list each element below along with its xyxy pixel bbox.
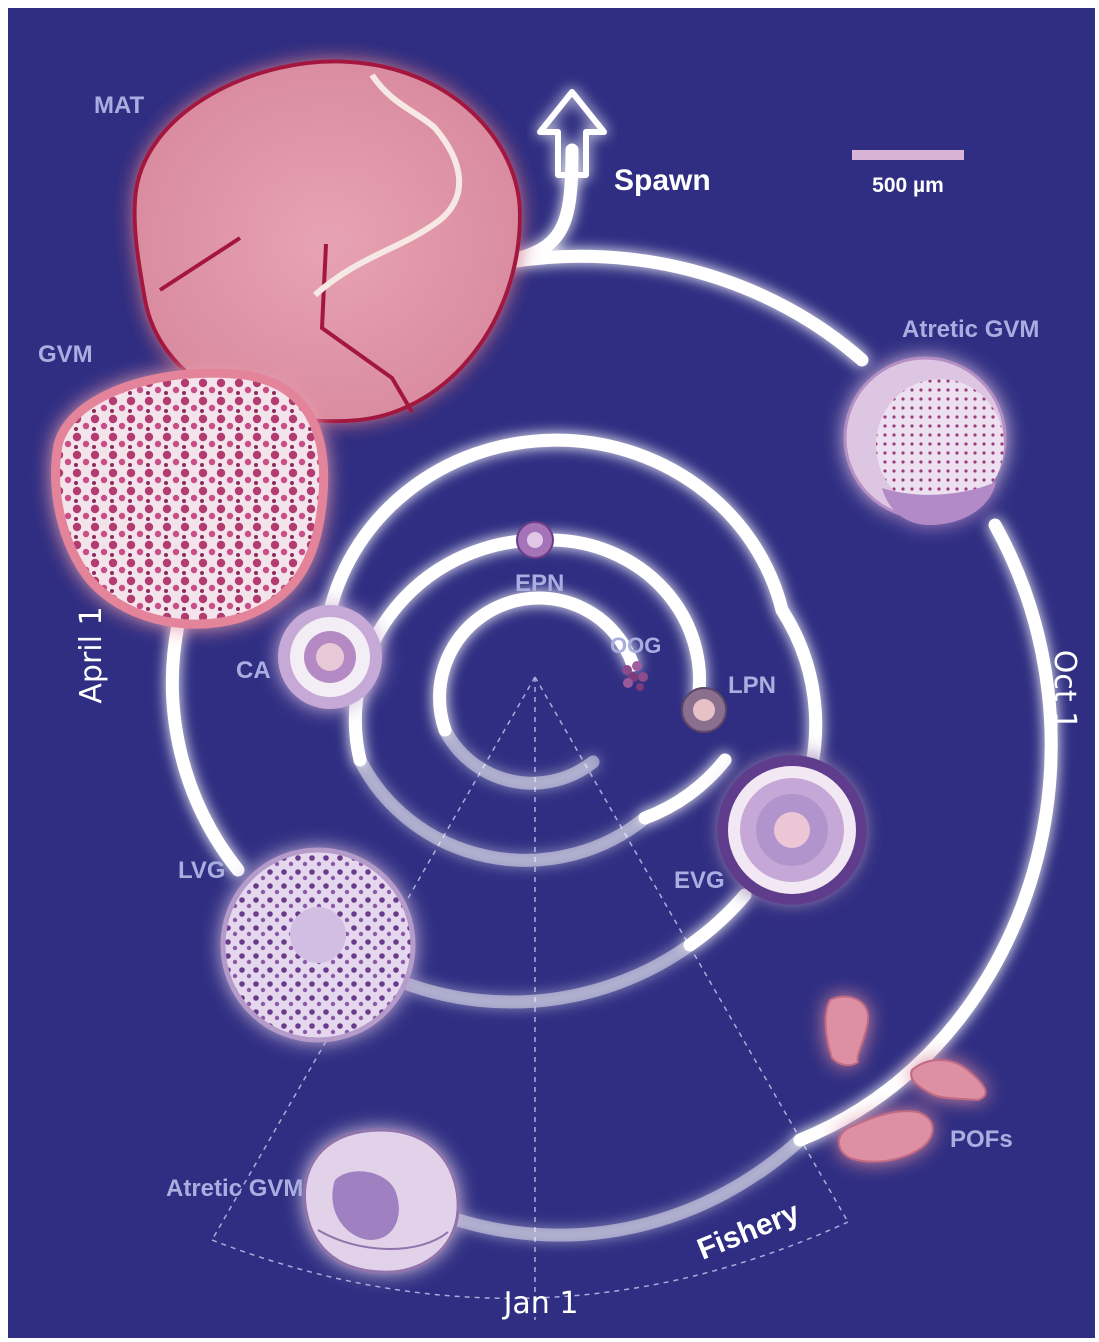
oocyte-gvm bbox=[56, 373, 324, 624]
oocyte-mat bbox=[135, 61, 520, 421]
label-mat: MAT bbox=[94, 92, 145, 119]
label-pofs: POFs bbox=[950, 1126, 1013, 1153]
label-evg: EVG bbox=[674, 867, 725, 894]
oocyte-evg bbox=[717, 755, 867, 905]
label-gvm: GVM bbox=[38, 341, 93, 368]
label-atretic-gvm-bottom: Atretic GVM bbox=[166, 1175, 303, 1202]
oocyte-epn bbox=[517, 522, 553, 558]
label-atretic-gvm-top: Atretic GVM bbox=[902, 316, 1039, 343]
label-ca: CA bbox=[236, 657, 271, 684]
date-april-1: April 1 bbox=[74, 606, 109, 703]
label-epn: EPN bbox=[515, 570, 564, 597]
label-oog: OOG bbox=[610, 633, 661, 658]
oocyte-lvg bbox=[223, 850, 413, 1040]
oocyte-lpn bbox=[682, 688, 726, 732]
label-lpn: LPN bbox=[728, 672, 776, 699]
scale-bar-label: 500 µm bbox=[872, 174, 944, 197]
date-oct-1: Oct 1 bbox=[1047, 650, 1082, 731]
date-jan-1: Jan 1 bbox=[502, 1286, 579, 1321]
label-lvg: LVG bbox=[178, 857, 226, 884]
oocyte-ca bbox=[278, 605, 382, 709]
label-spawn: Spawn bbox=[614, 164, 711, 197]
oocyte-atretic-gvm-bottom bbox=[304, 1130, 458, 1272]
